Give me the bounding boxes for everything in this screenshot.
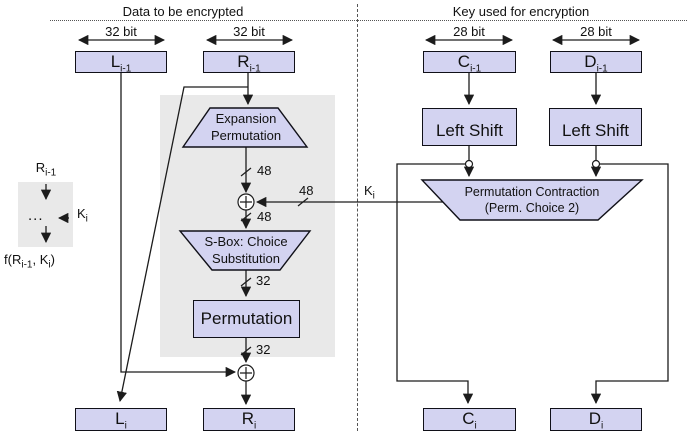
sbox-shape [178, 230, 312, 271]
box-r-next: Ri [203, 408, 295, 431]
box-c-next: Ci [423, 408, 516, 431]
section-divider-vertical [357, 4, 358, 431]
branch-node-c [464, 159, 474, 169]
label-48-xor: 48 [257, 209, 272, 224]
legend-key-label: Ki [77, 206, 88, 225]
wire-loop-to-cnext [396, 163, 474, 405]
bus-width-ticks [240, 167, 309, 356]
expansion-permutation-label: Expansion Permutation [210, 111, 282, 143]
box-l-next: Li [75, 408, 167, 431]
left-shift-box-d: Left Shift [549, 108, 642, 146]
xor-feistel-icon [237, 364, 255, 382]
section-header-data: Data to be encrypted [122, 4, 244, 19]
bit-label-d: 28 bit [580, 24, 612, 39]
wire-rprev-to-lnext [116, 86, 248, 403]
legend-input-label: Ri-1 [35, 160, 57, 179]
box-l-prev: Li-1 [75, 51, 167, 74]
box-c-prev: Ci-1 [423, 51, 516, 74]
section-divider-horizontal [50, 20, 687, 21]
xor-key-icon [237, 193, 255, 211]
key-path-wires [396, 73, 669, 405]
label-32-sbox: 32 [256, 273, 271, 288]
permutation-box: Permutation [193, 300, 300, 338]
wire-loop-to-dnext [590, 163, 669, 405]
tick-48-expansion [240, 167, 252, 177]
tick-48-key [297, 197, 309, 207]
box-r-prev: Ri-1 [203, 51, 295, 74]
label-k-subkey: Ki [364, 183, 375, 202]
wire-lprev-to-xor [120, 73, 237, 378]
label-48-expansion: 48 [257, 163, 272, 178]
perm-contraction-label: Permutation Contraction (Perm. Choice 2) [464, 185, 600, 215]
perm-contraction-shape [420, 179, 644, 221]
left-shift-box-c: Left Shift [422, 108, 517, 146]
tick-32-perm [240, 346, 252, 356]
legend-output-label: f(Ri-1, Ki) [4, 252, 55, 271]
bit-label-c: 28 bit [453, 24, 485, 39]
legend-arrows [40, 184, 69, 244]
label-32-perm: 32 [256, 342, 271, 357]
bit-label-l: 32 bit [105, 24, 137, 39]
box-d-prev: Di-1 [550, 51, 642, 74]
box-d-next: Di [550, 408, 642, 431]
expansion-permutation-shape [181, 107, 309, 148]
branch-node-d [591, 159, 601, 169]
data-path-wires [116, 73, 443, 406]
label-48-key: 48 [299, 183, 314, 198]
tick-48-xor [240, 212, 252, 222]
sbox-label: S-Box: Choice Substitution [204, 234, 288, 266]
bit-label-r: 32 bit [233, 24, 265, 39]
section-header-key: Key used for encryption [452, 4, 590, 19]
legend-dots: ... [28, 207, 44, 224]
tick-32-sbox [240, 277, 252, 287]
